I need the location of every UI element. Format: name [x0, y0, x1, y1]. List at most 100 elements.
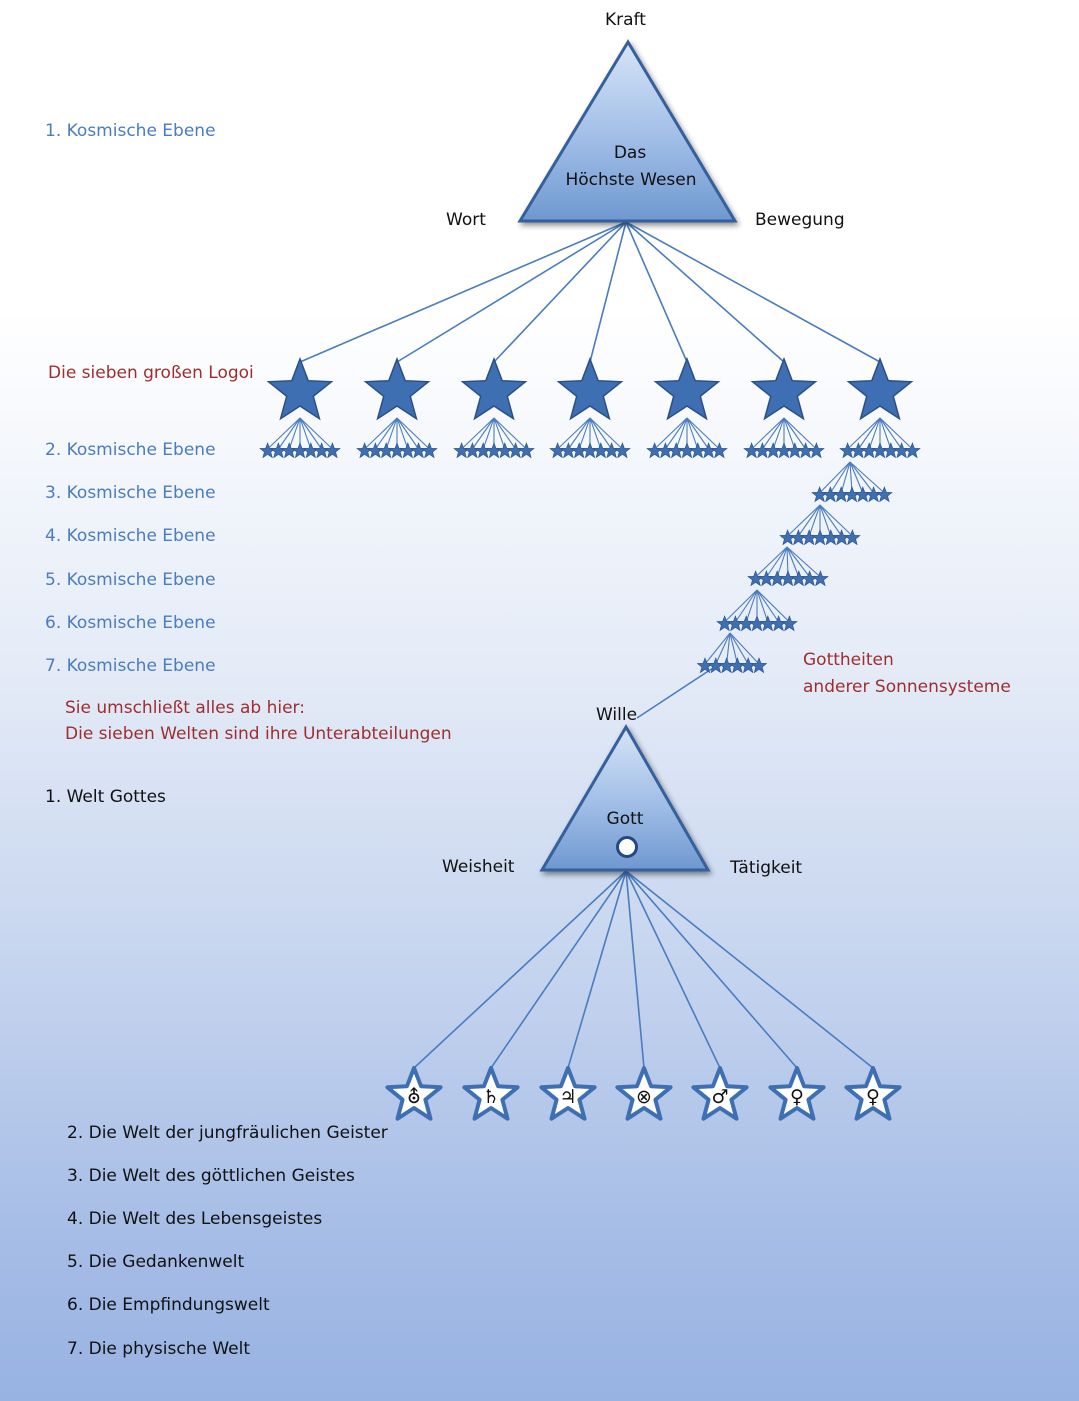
level4-fan-line: [808, 504, 821, 537]
connector-lines: [299, 221, 881, 1069]
label-wort: Wort: [446, 210, 486, 230]
label-bewegung: Bewegung: [755, 210, 845, 230]
cosmic-level-7: 7. Kosmische Ebene: [45, 656, 216, 676]
level7-fan-line: [729, 632, 760, 665]
planet-connector-line: [625, 870, 874, 1069]
planet-connector-line: [625, 870, 645, 1069]
level2-fan-line: [396, 417, 420, 450]
planet-connector-line: [567, 870, 627, 1069]
level4-fan-star-icon: [843, 529, 861, 546]
level4-fan-line: [819, 504, 832, 537]
level2-fan-line: [299, 417, 323, 450]
planet-symbol-icon: ⛢: [407, 1086, 421, 1108]
world-4: 4. Die Welt des Lebensgeistes: [67, 1209, 323, 1229]
logos-star-icon: [750, 356, 818, 421]
level4-fan-line: [819, 504, 853, 537]
level3-fan-line: [829, 461, 851, 494]
level6-fan-line: [724, 589, 758, 623]
level6-fan-star-icon: [780, 615, 798, 632]
logos-star-icon: [363, 356, 431, 421]
level2-fan-line: [664, 417, 688, 450]
level2-fan-star-icon: [517, 442, 535, 459]
level2-fan-line: [654, 417, 688, 450]
seven-logoi-stars: [266, 356, 914, 421]
level2-fan-line: [471, 417, 495, 450]
cosmic-level-6: 6. Kosmische Ebene: [45, 613, 216, 633]
logos-connector-line: [493, 221, 627, 363]
level3-fan-line: [819, 461, 851, 494]
cosmic-level-2: 2. Kosmische Ebene: [45, 440, 216, 460]
level2-fan-star-icon: [420, 442, 438, 459]
level2-fan-line: [385, 417, 398, 450]
level7-fan-star-icon: [750, 657, 768, 674]
level2-fan-line: [589, 417, 623, 450]
planet-stars: ⛢♄♃⊗♂♀♀: [385, 1066, 902, 1121]
label-encompass-2: Die sieben Welten sind ihre Unterabteilu…: [65, 724, 452, 744]
level7-fan-line: [729, 632, 749, 665]
level4-fan-line: [797, 504, 821, 537]
planet-symbol-icon: ♄: [482, 1086, 499, 1108]
level2-fan-line: [783, 417, 817, 450]
level5-fan-line: [786, 546, 800, 578]
level7-fan-line: [729, 632, 738, 665]
label-seven-logoi: Die sieben großen Logoi: [48, 363, 254, 383]
level2-fan-line: [299, 417, 312, 450]
label-das: Das: [613, 143, 647, 163]
label-encompass-1: Sie umschließt alles ab hier:: [65, 698, 305, 718]
level5-fan-line: [765, 546, 788, 578]
sub-logoi-fans: [259, 417, 921, 674]
world-3: 3. Die Welt des göttlichen Geistes: [67, 1166, 355, 1186]
level2-fan-line: [589, 417, 602, 450]
planet-star-icon: [768, 1066, 826, 1121]
level2-fan-line: [578, 417, 591, 450]
logos-connector-line: [589, 221, 627, 363]
planet-symbol-icon: ♀: [866, 1086, 880, 1108]
level3-fan-line: [849, 461, 885, 494]
level2-fan-star-icon: [613, 442, 631, 459]
logos-star-icon: [846, 356, 914, 421]
level2-fan-line: [879, 417, 913, 450]
level2-fan-line: [461, 417, 495, 450]
level2-fan-line: [396, 417, 409, 450]
level2-fan-line: [879, 417, 892, 450]
label-other-deities-1: Gottheiten: [803, 650, 894, 670]
level6-fan-line: [756, 589, 790, 623]
level2-fan-line: [847, 417, 881, 450]
level2-fan-line: [364, 417, 398, 450]
world-7: 7. Die physische Welt: [67, 1339, 251, 1359]
planet-symbol-icon: ♃: [559, 1086, 576, 1108]
level2-fan-star-icon: [903, 442, 921, 459]
level2-fan-line: [761, 417, 785, 450]
level2-fan-line: [783, 417, 796, 450]
logos-star-icon: [556, 356, 624, 421]
level6-fan-line: [745, 589, 758, 623]
level2-fan-line: [396, 417, 430, 450]
planet-star-icon: [385, 1066, 443, 1121]
level2-fan-line: [493, 417, 527, 450]
logos-connector-line: [625, 221, 785, 363]
level6-fan-line: [734, 589, 758, 623]
level2-fan-line: [557, 417, 591, 450]
level6-fan-line: [756, 589, 780, 623]
planet-star-icon: [844, 1066, 902, 1121]
level7-fan-line: [704, 632, 731, 665]
level5-fan-line: [755, 546, 788, 578]
logos-star-icon: [460, 356, 528, 421]
level2-fan-line: [288, 417, 301, 450]
world-5: 5. Die Gedankenwelt: [67, 1252, 245, 1272]
supreme-being-triangle: [517, 39, 738, 223]
level2-fan-line: [879, 417, 903, 450]
planet-connector-line: [625, 870, 798, 1069]
level2-fan-line: [783, 417, 807, 450]
god-triangle: [539, 724, 711, 872]
planet-connector-line: [625, 870, 721, 1069]
planet-star-icon: [462, 1066, 520, 1121]
world-2: 2. Die Welt der jungfräulichen Geister: [67, 1123, 388, 1143]
label-wille: Wille: [596, 705, 638, 725]
level2-fan-line: [299, 417, 333, 450]
level5-fan-line: [786, 546, 821, 578]
label-taetigkeit: Tätigkeit: [730, 858, 803, 878]
level3-fan-star-icon: [875, 486, 893, 503]
level2-fan-line: [493, 417, 517, 450]
